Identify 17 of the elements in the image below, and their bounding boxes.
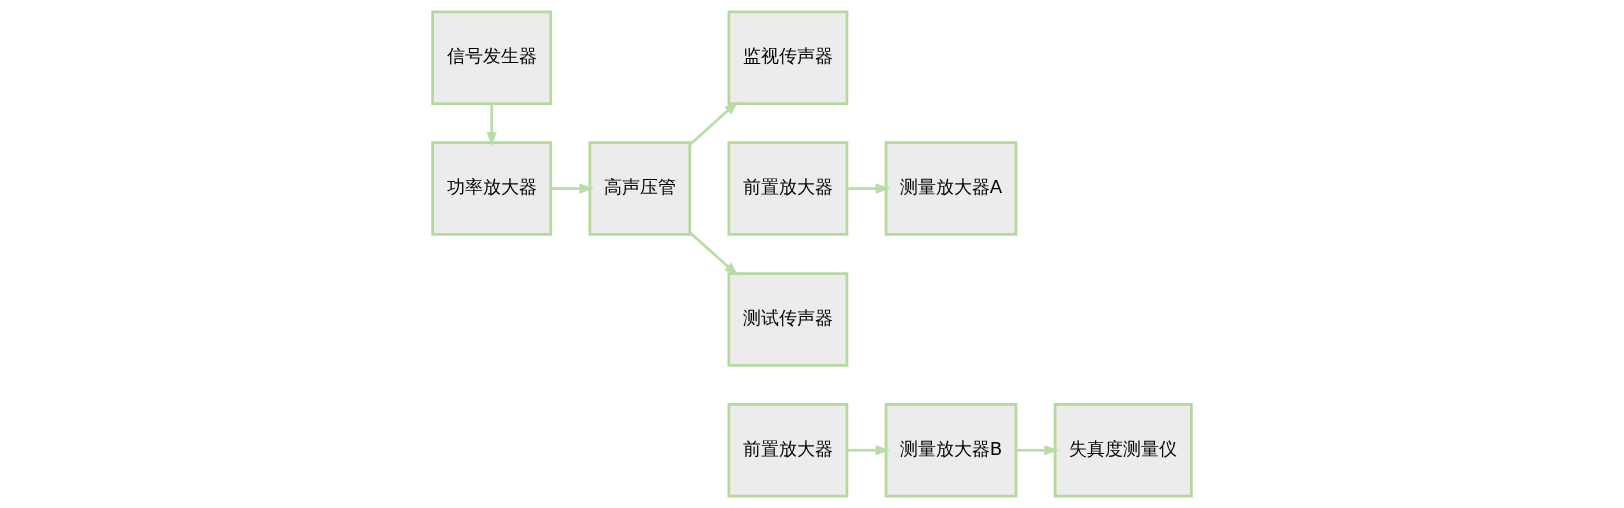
arrow bbox=[1016, 445, 1059, 456]
arrow bbox=[688, 231, 739, 277]
arrow bbox=[550, 183, 594, 194]
node-box: 高声压管 bbox=[588, 141, 692, 236]
node-box: 信号发生器 bbox=[431, 10, 553, 105]
node-box: 监视传声器 bbox=[727, 10, 849, 105]
node-box: 测试传声器 bbox=[727, 272, 849, 367]
arrow bbox=[847, 445, 891, 456]
node-box: 测量放大器A bbox=[884, 141, 1018, 236]
arrow bbox=[688, 101, 739, 146]
node-box: 测量放大器B bbox=[884, 403, 1018, 498]
node-box: 失真度测量仪 bbox=[1053, 403, 1193, 498]
node-box: 功率放大器 bbox=[431, 141, 553, 236]
node-box: 前置放大器 bbox=[727, 403, 849, 498]
node-box: 前置放大器 bbox=[727, 141, 849, 236]
arrow bbox=[486, 103, 497, 147]
arrow bbox=[847, 183, 891, 194]
